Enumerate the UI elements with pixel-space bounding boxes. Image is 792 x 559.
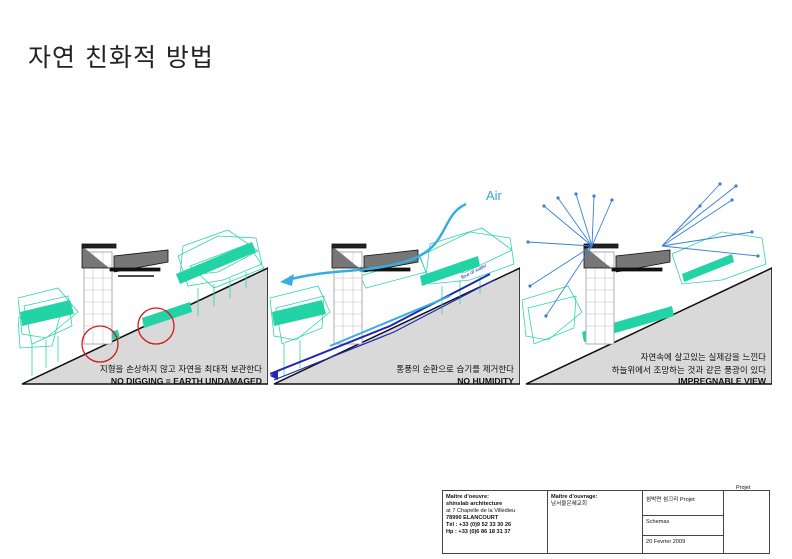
building [81,243,169,345]
view-arrowheads [526,182,760,318]
tree-outlines [522,231,767,345]
tree-canopy-fills [272,256,480,326]
architect-name: shinslab architecture [446,501,503,507]
building [583,243,671,345]
caption-korean: 지형을 손상하지 않고 자연을 최대적 보관한다 [99,365,262,375]
view-arrows [527,183,759,317]
diagram-panel-earth: 지형을 손상하지 않고 자연을 최대적 보관한다 NO DIGGING = EA… [18,176,268,391]
address-2: 78990 ELANCOURT [446,515,499,521]
tree-trunks [31,272,247,376]
water-highlight [329,295,451,347]
caption-korean-2: 하늘위에서 조망하는 것과 같은 풍광이 있다 [611,366,766,376]
hp: Hp : +33 (0)6 86 18 31 37 [446,529,511,535]
ground-slope [525,267,772,385]
client-name: 남서울은혜교회 [551,501,588,507]
projet-label: Projet [736,485,751,491]
ouvrage-label: Maître d'ouvrage: [551,494,598,500]
humidity-section-drawing [270,202,520,385]
water-flow-line [270,273,491,375]
oeuvre-label: Maître d'oeuvre: [446,494,489,500]
address-1: at 7 Chapelle de la Villedieu [446,508,516,514]
no-digging-circle-1 [81,325,119,363]
diagram-panel-view: 자연속에 살고있는 실제감을 느낀다 하늘위에서 조망하는 것과 같은 풍광이 … [522,176,772,391]
page-title: 자연 친화적 방법 [28,43,214,72]
project-info-cell: 쉼박면 쉼끄리 Projet Schemas 20 Fevrier 2009 [643,491,724,553]
airflow-arrow [287,202,467,282]
air-label: Air [486,188,502,203]
view-section-drawing [522,182,772,385]
building [331,243,419,345]
caption-english: IMPREGNABLE VIEW [678,376,766,386]
water-flow-line-2 [273,279,495,381]
tel: Tél : +33 (0)9 52 33 30 26 [446,522,512,528]
diagram-panel-humidity: Air flow of water 통풍의 순환으로 습기를 제거한다 NO H… [270,176,520,391]
caption-english: NO DIGGING = EARTH UNDAMAGED [110,376,262,386]
caption-english: NO HUMIDITY [457,376,514,386]
drawing-date: 20 Fevrier 2009 [646,539,686,545]
client-cell: Maître d'ouvrage: 남서울은혜교회 [548,491,643,553]
tree-outlines [18,229,265,349]
drawing-title: Schemas [643,516,723,536]
title-block: Maître d'oeuvre: shinslab architecture a… [442,490,770,554]
airflow-arrowhead [280,274,294,286]
no-digging-circle-2 [137,307,175,345]
caption-korean: 통풍의 순환으로 습기를 제거한다 [396,365,514,375]
project-name: 쉼박면 쉼끄리 Projet [643,491,723,516]
water-arrowhead [270,370,278,380]
earth-section-drawing [18,229,268,385]
architect-cell: Maître d'oeuvre: shinslab architecture a… [443,491,548,553]
caption-korean-1: 자연속에 살고있는 실제감을 느낀다 [640,353,766,363]
